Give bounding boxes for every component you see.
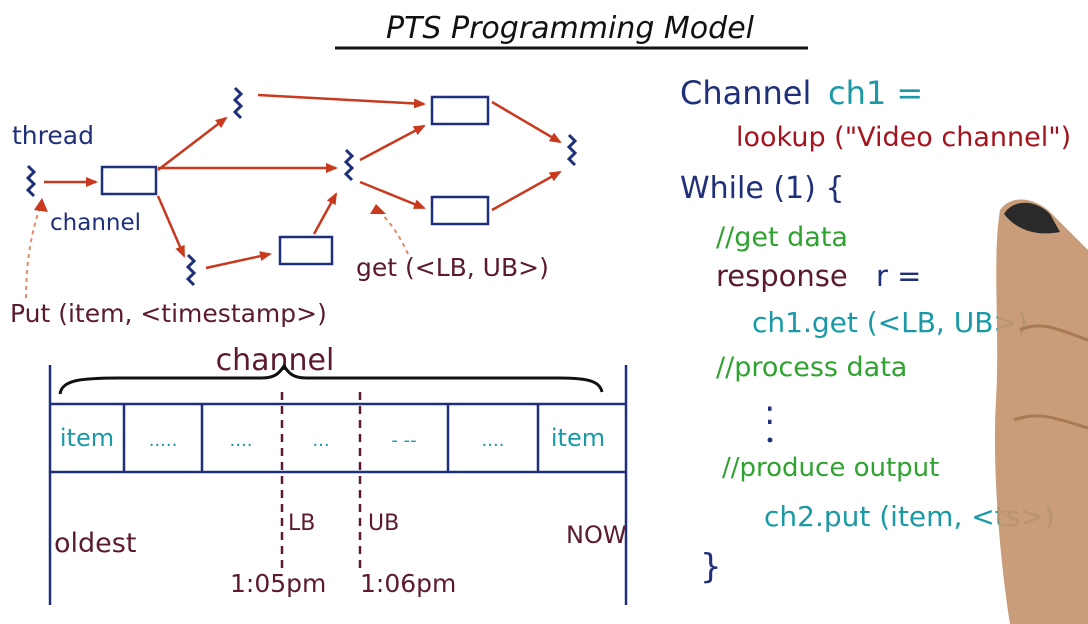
channel-cell: ..... (149, 430, 178, 451)
channel-box (430, 195, 490, 226)
channel-cell: - -- (391, 430, 416, 451)
arrow (156, 195, 186, 258)
arrow (491, 100, 562, 144)
code-line-lookup: lookup ("Video channel") (736, 122, 1071, 153)
arrow (359, 180, 426, 210)
ub-time-label: 1:06pm (360, 569, 456, 598)
arrow (312, 192, 338, 235)
code-ellipsis-dot (767, 437, 773, 443)
channel-buffer (48, 365, 628, 605)
oldest-label: oldest (54, 528, 136, 559)
arrow (359, 124, 426, 162)
page-title: PTS Programming Model (386, 11, 755, 46)
channel-box (430, 95, 490, 126)
get-arrowhead-icon (370, 204, 386, 214)
channel-label: channel (50, 210, 141, 236)
code-line-response: response (716, 259, 848, 293)
channel-boxes (100, 95, 490, 266)
get-label: get (<LB, UB>) (356, 253, 549, 282)
arrow (257, 93, 426, 109)
arrow (205, 251, 272, 270)
arrow (157, 116, 228, 171)
thread-squiggle-icon (343, 148, 355, 182)
channel-cell: item (551, 424, 605, 452)
flow-arrows (44, 93, 562, 270)
channel-brace (58, 363, 604, 395)
thread-squiggle-icon (25, 164, 37, 198)
channel-cell: ... (312, 430, 329, 451)
code-comment-process: //process data (716, 352, 907, 383)
code-var-r: r = (876, 259, 921, 293)
lb-label: LB (288, 511, 315, 536)
ub-label: UB (368, 511, 399, 536)
code-var-ch1: ch1 = (828, 74, 923, 112)
code-comment-produce: //produce output (722, 453, 939, 483)
now-label: NOW (566, 521, 627, 549)
lb-time-label: 1:05pm (230, 569, 326, 598)
thread-squiggle-icon (232, 86, 244, 120)
thread-squiggles (25, 86, 578, 287)
bound-markers (280, 392, 362, 568)
thread-squiggle-icon (185, 253, 197, 287)
channel-cell: .... (230, 430, 253, 451)
put-arrowhead-icon (34, 198, 48, 212)
code-line-channel: Channel (680, 74, 811, 112)
arrow (491, 170, 562, 212)
thread-squiggle-icon (566, 133, 578, 167)
channel-buffer-label: channel (216, 343, 335, 378)
code-block: Channel ch1 = lookup ("Video channel") W… (680, 74, 1071, 587)
channel-cell: .... (482, 430, 505, 451)
channel-cell: item (60, 424, 114, 452)
code-comment-get: //get data (716, 222, 848, 253)
code-line-get: ch1.get (<LB, UB>) (752, 306, 1028, 339)
code-line-while: While (1) { (680, 171, 844, 206)
get-arrow (377, 209, 409, 255)
put-label: Put (item, <timestamp>) (10, 299, 327, 328)
hand-icon (994, 199, 1088, 624)
thread-label: thread (12, 121, 94, 150)
channel-box (100, 165, 158, 196)
code-close-brace: } (700, 547, 722, 587)
channel-box (278, 235, 334, 266)
code-ellipsis: : (764, 393, 775, 433)
put-arrow (25, 201, 43, 299)
